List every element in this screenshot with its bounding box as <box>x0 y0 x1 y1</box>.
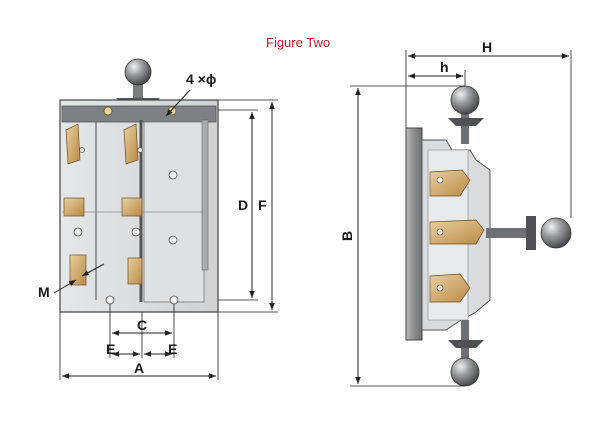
label-hole-note: 4 ×ϕ <box>186 71 216 87</box>
side-view: H h B <box>339 39 572 387</box>
front-screws <box>73 147 179 305</box>
side-horizontal-handle <box>486 216 572 250</box>
mount-hole-top-left <box>103 106 113 116</box>
label-c: C <box>137 317 147 333</box>
side-bottom-handle <box>448 320 484 387</box>
label-a: A <box>134 360 144 376</box>
label-d: D <box>238 197 248 213</box>
figure-caption: Figure Two <box>266 35 330 50</box>
label-h-lower: h <box>440 59 449 75</box>
label-f: F <box>258 197 267 213</box>
side-terminals <box>429 169 485 303</box>
front-top-bar <box>61 105 217 123</box>
label-e-left: E <box>106 341 115 357</box>
label-h-upper: H <box>482 39 492 55</box>
label-m: M <box>38 284 50 300</box>
front-top-handle <box>116 58 160 106</box>
front-contacts <box>63 123 143 286</box>
side-top-handle <box>448 85 484 144</box>
front-view: 4 ×ϕ D F M C E E A <box>38 58 278 380</box>
side-base-plate <box>405 127 423 341</box>
label-b: B <box>339 231 355 241</box>
mount-hole-top-right <box>167 106 177 116</box>
label-e-right: E <box>168 341 177 357</box>
